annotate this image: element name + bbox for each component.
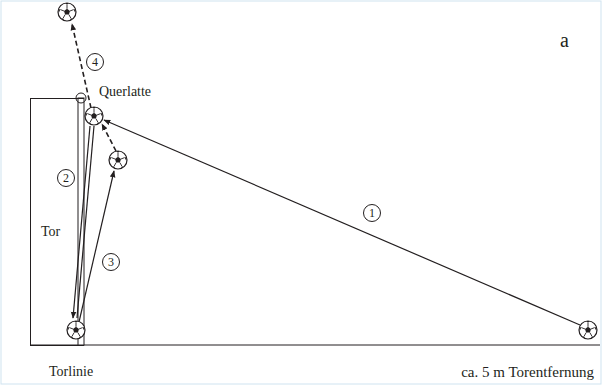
callout-circle [58,170,75,187]
goal-box: Tor [30,98,84,346]
callout-number: 4 [92,56,98,68]
trajectory-2 [73,126,90,318]
callout-circle [87,54,104,71]
trajectory-2 [77,126,94,318]
trajectory-1 [104,120,580,325]
callout-number: 3 [108,256,114,268]
callout-number: 1 [369,207,375,219]
goal-label: Tor [41,225,60,239]
dimension-label: ca. 5 m Torentfernung [461,365,594,380]
trajectory-dashed [102,124,116,151]
ground-line [30,345,600,346]
ball [109,151,127,169]
trajectory-3 [79,171,114,322]
ball [67,321,85,339]
ball [85,107,103,125]
ball [58,3,76,21]
part-label: Torlinie [49,365,93,379]
callout-number: 2 [63,172,69,184]
callout-circle [364,205,381,222]
ball [579,321,597,339]
panel-letter: a [560,30,569,50]
part-label: Querlatte [99,85,151,99]
callout-circle [103,254,120,271]
